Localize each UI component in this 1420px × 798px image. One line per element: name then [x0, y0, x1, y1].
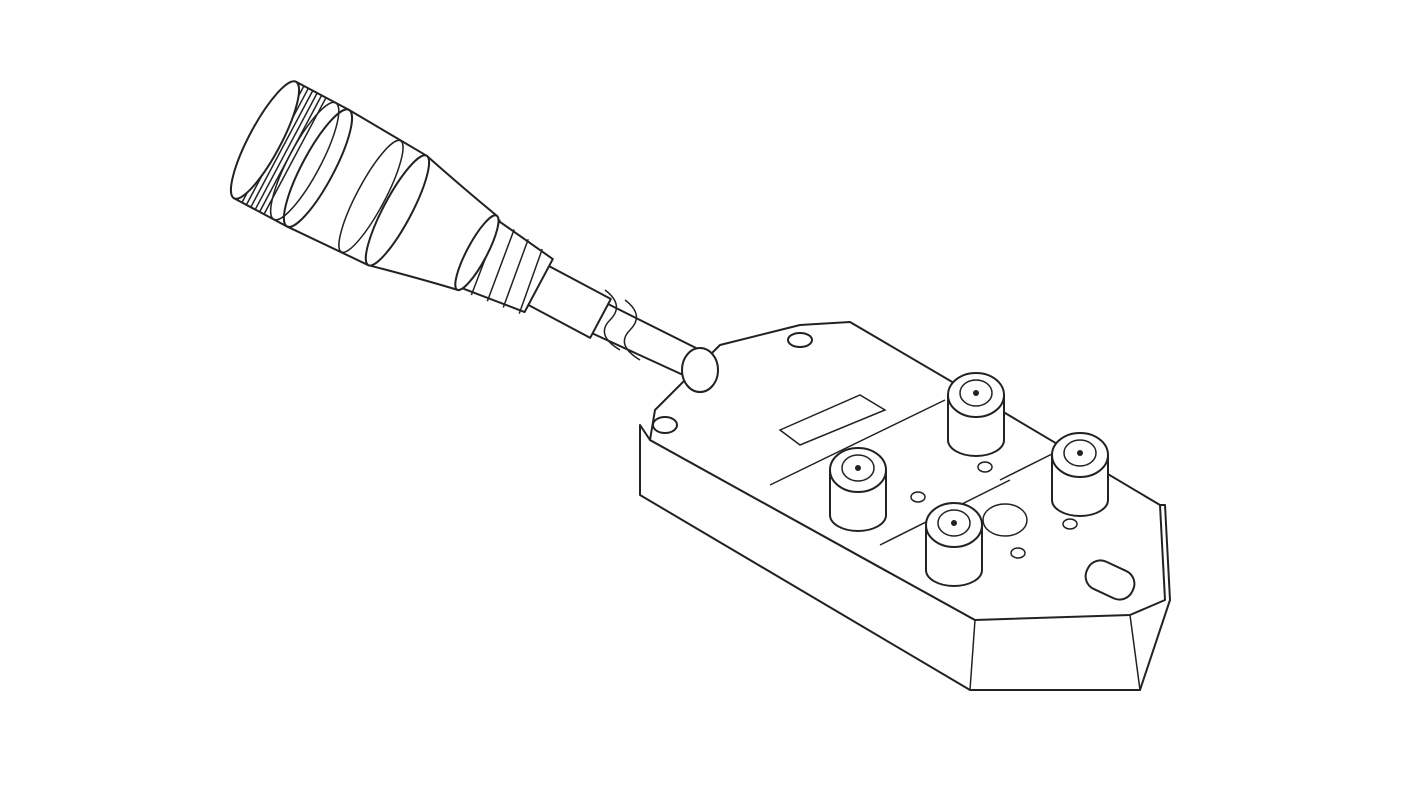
cable-gland: [681, 347, 719, 393]
port-3: [829, 447, 926, 532]
mounting-hole: [652, 416, 678, 434]
port-4: [925, 502, 1026, 587]
mounting-slot: [1084, 559, 1136, 601]
m23-connector: [229, 80, 612, 339]
port-2: [1051, 432, 1109, 530]
mounting-hole: [787, 332, 813, 348]
port-1: [947, 372, 1005, 473]
